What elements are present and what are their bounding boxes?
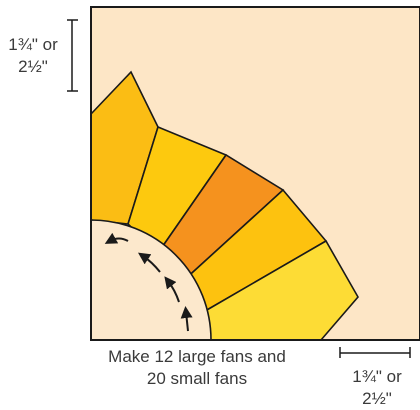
arrow-up-icon bbox=[180, 306, 193, 332]
curve-arrow-icon bbox=[138, 252, 161, 273]
caption-line: 20 small fans bbox=[146, 369, 248, 388]
dimension-label-line: 1¾" or bbox=[8, 35, 58, 54]
curve-arrow-icon bbox=[164, 276, 180, 303]
caption: Make 12 large fans and 20 small fans bbox=[78, 346, 316, 390]
dimension-label-line: 1¾" or bbox=[352, 367, 402, 386]
dimension-label-line: 2½" bbox=[362, 389, 392, 408]
dimension-bracket-top-left bbox=[67, 19, 78, 92]
curve-arrow-icon bbox=[104, 232, 129, 244]
dimension-label-line: 2½" bbox=[18, 57, 48, 76]
block-outline bbox=[90, 6, 420, 341]
dimension-label-top-left: 1¾" or 2½" bbox=[0, 34, 66, 78]
dimension-label-bottom-right: 1¾" or 2½" bbox=[344, 366, 410, 410]
sewing-direction-arrows bbox=[104, 232, 193, 332]
dimension-bracket-bottom-right bbox=[339, 347, 411, 358]
caption-line: Make 12 large fans and bbox=[108, 347, 286, 366]
